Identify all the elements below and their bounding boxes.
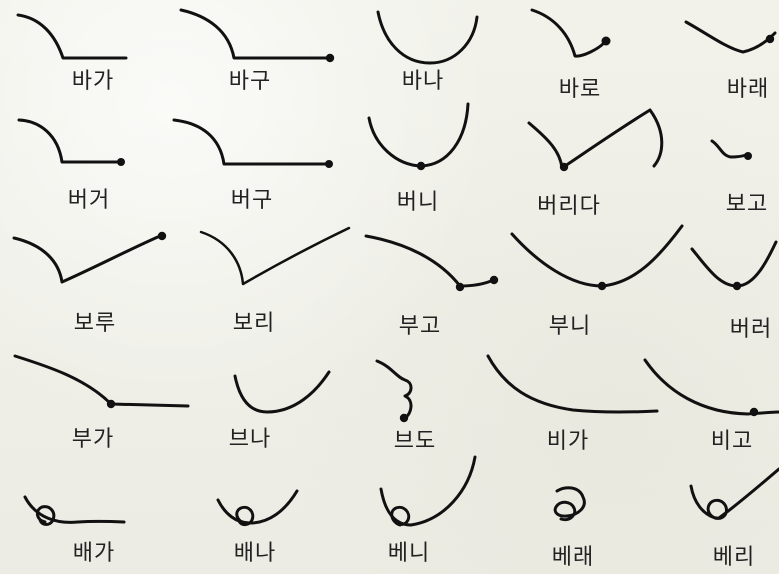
label-r1c1: 바가 (71, 69, 115, 94)
label-r4c1: 부가 (71, 427, 115, 452)
label-r5c3: 베니 (387, 541, 431, 566)
stroke-r2c2 (172, 118, 329, 166)
label-r2c5: 보고 (725, 192, 769, 217)
loop-r5c2 (235, 505, 255, 527)
stroke-r4c5 (643, 358, 779, 416)
stroke-r5c3 (379, 455, 477, 527)
label-r2c3: 버니 (396, 190, 440, 215)
stroke-r5c5 (689, 467, 779, 520)
label-r4c2: 브나 (228, 427, 272, 452)
stroke-r3c3 (364, 234, 493, 288)
dot-r2c5 (744, 152, 752, 160)
dot-r1c4 (601, 36, 611, 46)
stroke-r1c5 (684, 20, 777, 54)
dot-r3c3 (489, 275, 499, 285)
label-r2c2: 버구 (230, 188, 274, 213)
stroke-r2c3 (367, 102, 470, 168)
label-r5c1: 배가 (72, 541, 116, 566)
dot-r3c5 (732, 281, 742, 291)
label-r2c4: 버리다 (537, 194, 601, 219)
dot-r2c3 (416, 161, 426, 171)
stroke-r2c5 (710, 139, 748, 159)
label-r1c4: 바로 (558, 77, 602, 102)
dot-r2c2 (325, 160, 333, 168)
label-r4c5: 비고 (710, 429, 754, 454)
label-r3c2: 보리 (232, 311, 276, 336)
dot-r3c1 (157, 231, 167, 241)
stroke-r3c2 (199, 226, 351, 286)
label-r3c1: 보루 (73, 311, 117, 336)
stroke-r2c4 (527, 108, 664, 170)
dot-r2c1 (117, 158, 125, 166)
stroke-r1c3 (376, 10, 479, 65)
loop-r5c3 (390, 505, 411, 527)
dot-r1c2 (325, 53, 335, 63)
stroke-r4c4 (486, 354, 659, 414)
stroke-r4c1 (13, 354, 190, 408)
dot-r4c1 (106, 399, 116, 409)
stroke-r2c1 (17, 118, 120, 164)
dot-r4c5 (749, 407, 759, 417)
label-r3c4: 부니 (548, 314, 592, 339)
label-r1c5: 바래 (726, 77, 770, 102)
stroke-r3c1 (12, 234, 162, 284)
loop-r5c1 (36, 505, 56, 526)
label-r3c5: 버러 (729, 317, 773, 342)
dot-r2c4 (559, 162, 569, 172)
label-r4c4: 비가 (546, 429, 590, 454)
label-r5c2: 배나 (233, 541, 277, 566)
stroke-r5c4 (553, 486, 586, 522)
label-r4c3: 브도 (393, 429, 437, 454)
stroke-r4c2 (233, 370, 331, 414)
dot-r1c5 (765, 34, 775, 44)
label-r2c1: 버거 (67, 188, 111, 213)
dot-r3c4 (597, 281, 607, 291)
label-r1c2: 바구 (228, 69, 272, 94)
dot-r3c3-join (455, 282, 465, 292)
stroke-r5c2 (216, 489, 299, 525)
stroke-r1c1 (16, 13, 128, 60)
stroke-r4c3 (375, 359, 413, 420)
label-r5c4: 베래 (551, 545, 595, 570)
stroke-r3c4 (510, 224, 684, 288)
label-r3c3: 부고 (398, 314, 442, 339)
stroke-r1c2 (179, 8, 330, 60)
label-r1c3: 바나 (401, 69, 445, 94)
label-r5c5: 베리 (712, 545, 756, 570)
dot-r4c3 (399, 413, 409, 423)
stroke-r3c5 (690, 240, 778, 288)
stroke-r1c4 (530, 8, 606, 58)
